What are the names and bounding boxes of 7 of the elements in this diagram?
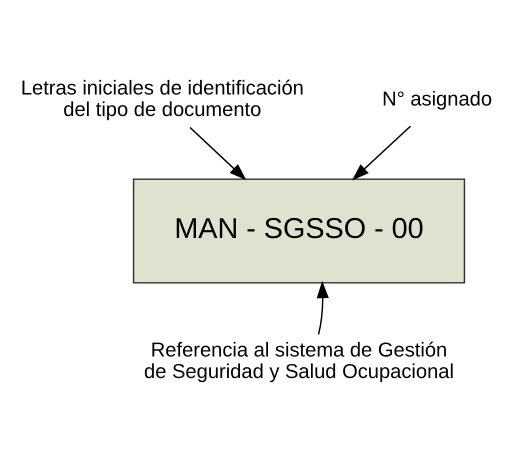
node-text: Letras iniciales de identificación del tipo de documento: [20, 78, 304, 122]
node-text: Referencia al sistema de Gestión de Seguridad y Salud Ocupacional: [144, 339, 454, 384]
node-text: N° asignado: [382, 88, 492, 110]
arrow: [190, 126, 246, 180]
arrow: [316, 280, 329, 335]
node-box: MAN - SGSSO - 00: [132, 178, 466, 284]
arrow: [352, 126, 411, 180]
